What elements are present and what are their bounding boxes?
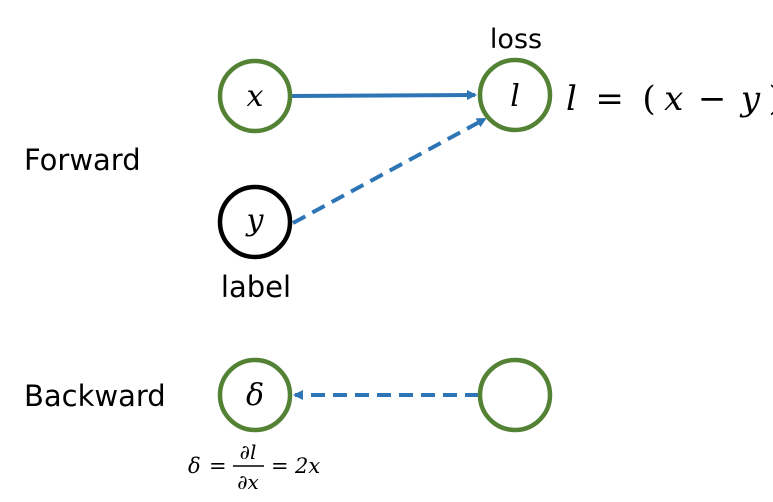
loss-eq-close-paren: ) xyxy=(769,79,773,119)
node-delta: δ xyxy=(217,357,293,433)
node-l: l xyxy=(477,57,553,133)
node-y: y xyxy=(217,184,293,260)
grad-eq-equals-1: = xyxy=(209,454,227,478)
node-l-label: l xyxy=(510,79,520,114)
node-x: x xyxy=(217,58,293,134)
loss-eq-minus: − xyxy=(698,79,727,119)
backward-label: Backward xyxy=(24,379,166,413)
loss-caption: loss xyxy=(490,24,542,55)
node-backward-source xyxy=(477,357,553,433)
grad-eq-numerator: ∂l xyxy=(240,440,257,464)
loss-eq-lhs: l xyxy=(566,79,577,119)
loss-equation: l = ( x − y ) 2 xyxy=(566,74,773,119)
label-caption: label xyxy=(221,270,291,304)
edge-x-to-l xyxy=(290,90,477,101)
grad-eq-equals-2: = xyxy=(271,454,289,478)
loss-eq-open-paren: ( xyxy=(642,79,655,119)
loss-eq-equals: = xyxy=(595,79,624,119)
gradient-equation: δ = ∂l ∂x = 2x xyxy=(188,440,320,494)
edge-y-to-l xyxy=(292,117,487,225)
loss-eq-x: x xyxy=(664,79,683,119)
grad-eq-lhs: δ xyxy=(188,454,201,478)
node-y-label: y xyxy=(245,203,265,238)
node-delta-label: δ xyxy=(246,378,264,413)
grad-eq-denominator: ∂x xyxy=(237,470,259,494)
loss-eq-y: y xyxy=(739,79,761,119)
grad-eq-rhs: 2x xyxy=(294,454,320,478)
forward-label: Forward xyxy=(24,143,141,177)
node-x-label: x xyxy=(247,79,264,114)
